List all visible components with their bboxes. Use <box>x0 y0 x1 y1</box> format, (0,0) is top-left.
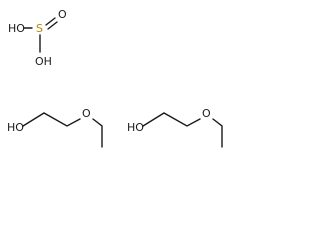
bond-chain-left-2 <box>142 112 201 127</box>
atom-o-double: O <box>58 8 67 21</box>
atom-ho-top: HO <box>8 22 25 35</box>
structure-drawing: HO S O OH HO O HO O <box>7 8 223 148</box>
bond-chain-right-2 <box>212 118 223 148</box>
atom-o-ether-2: O <box>202 107 211 120</box>
atom-ho-1: HO <box>7 121 24 134</box>
atom-ho-2: HO <box>127 121 144 134</box>
atom-o-ether-1: O <box>82 107 91 120</box>
atom-oh-bottom: OH <box>35 55 52 68</box>
bond-s-o-double-a <box>45 17 56 26</box>
bond-chain-right-1 <box>92 118 103 148</box>
atom-s: S <box>36 22 43 35</box>
bond-s-o-double-b <box>47 21 58 30</box>
bond-chain-left-1 <box>22 112 81 127</box>
ethoxyethanol-structure-2: HO O <box>127 107 223 148</box>
molecule-canvas: HO S O OH HO O HO O <box>7 8 223 148</box>
sulfurous-acid-structure: HO S O OH <box>8 8 67 68</box>
ethoxyethanol-structure-1: HO O <box>7 107 103 148</box>
